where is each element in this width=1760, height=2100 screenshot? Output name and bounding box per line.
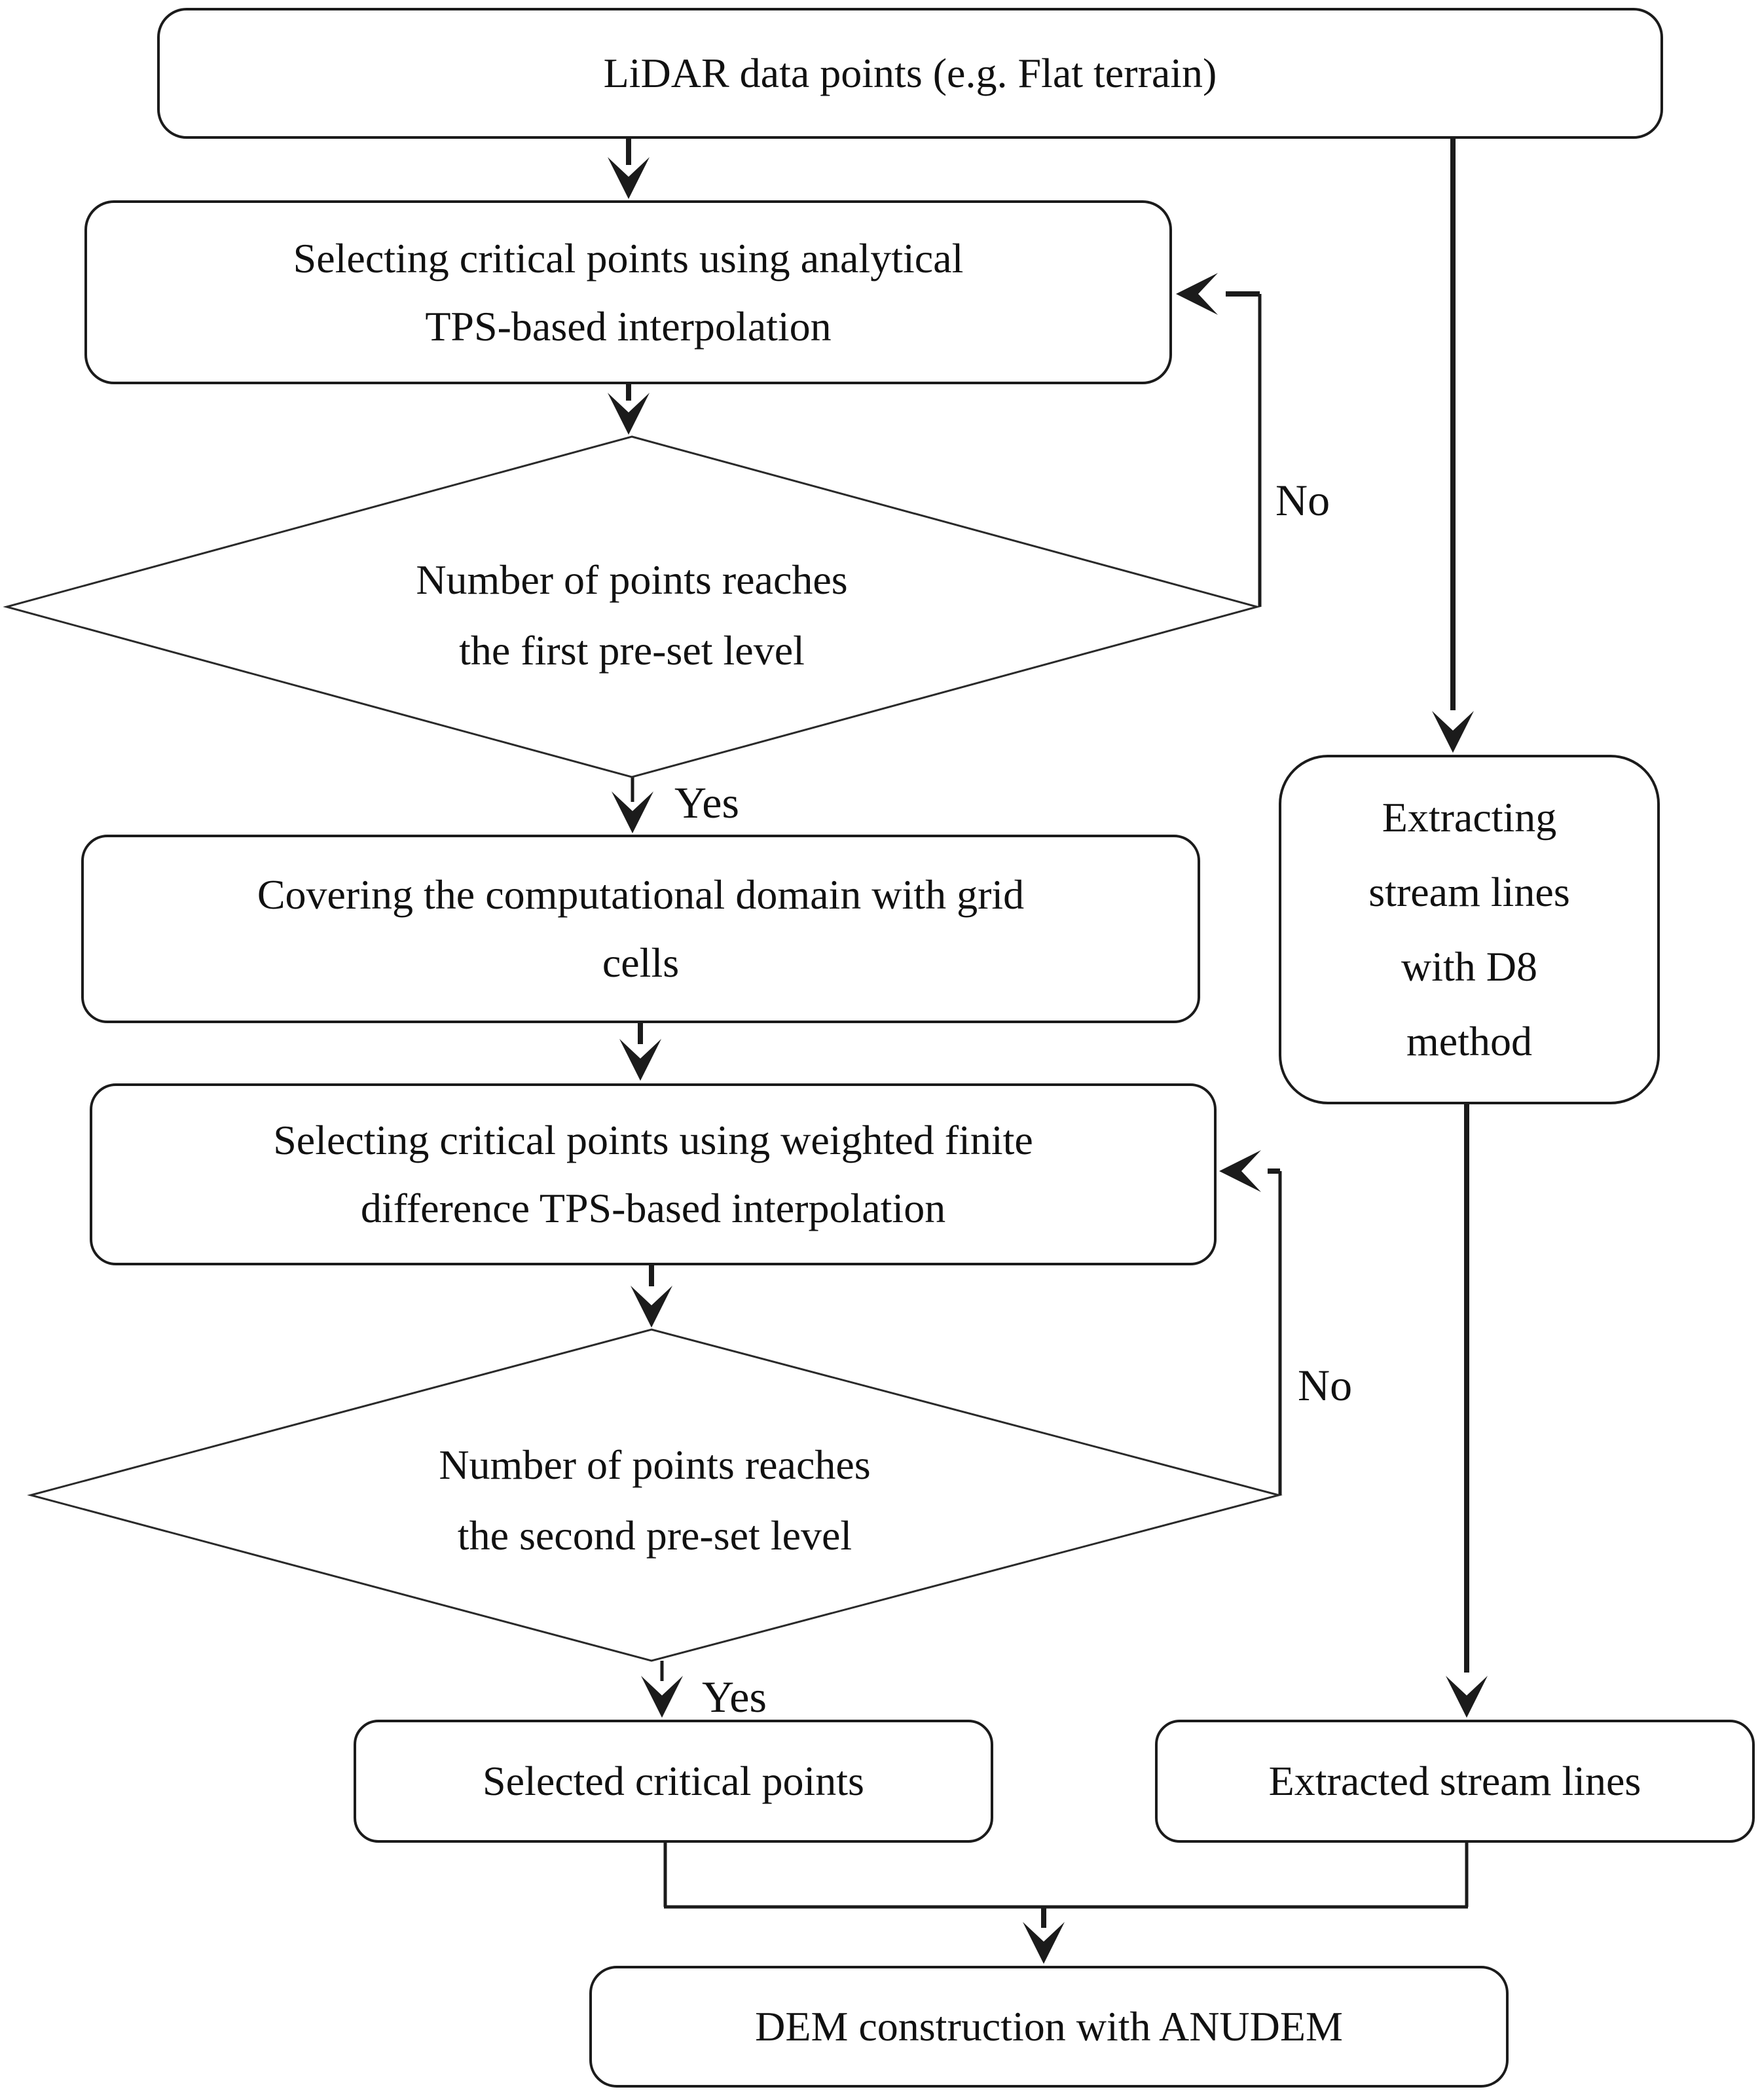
edge-yes-first (612, 777, 653, 833)
edge-select-analytical-to-decision1 (608, 384, 650, 435)
node-extracted-line: Extracted stream lines (1268, 1758, 1641, 1805)
node-select-analytical: Selecting critical points using analytic… (84, 200, 1172, 384)
decision-second-line1: Number of points reaches (439, 1441, 871, 1489)
node-dem-line: DEM construction with ANUDEM (755, 2003, 1343, 2050)
decision-second-level-text: Number of points reaches the second pre-… (262, 1409, 1048, 1592)
edge-label-no-second: No (1298, 1360, 1353, 1410)
node-lidar-data-points: LiDAR data points (e.g. Flat terrain) (157, 8, 1663, 139)
arrowhead-down-icon (641, 1676, 683, 1718)
node-select-weighted: Selecting critical points using weighted… (90, 1083, 1217, 1265)
node-select-weighted-line2: difference TPS-based interpolation (360, 1185, 946, 1231)
arrowhead-left-icon (1219, 1150, 1261, 1192)
edge-yes-second (641, 1661, 683, 1718)
node-extracted-stream-lines: Extracted stream lines (1155, 1720, 1755, 1843)
edge-select-weighted-to-decision2 (631, 1265, 672, 1328)
arrowhead-down-icon (1432, 711, 1474, 753)
node-extracting-line1: Extracting (1382, 794, 1557, 841)
edge-label-no-first: No (1275, 475, 1330, 525)
decision-second-level-shape (27, 1328, 1283, 1662)
edge-no-loop-second (1219, 1150, 1282, 1495)
arrowhead-down-icon (608, 157, 650, 199)
arrowhead-down-icon (1023, 1922, 1065, 1964)
node-select-analytical-line2: TPS-based interpolation (425, 302, 832, 350)
node-cover-grid-line2: cells (602, 939, 680, 986)
node-lidar-line: LiDAR data points (e.g. Flat terrain) (603, 50, 1217, 97)
decision-first-level-shape (3, 435, 1261, 778)
edge-lidar-to-select-analytical (608, 139, 650, 199)
edge-merge-to-dem (663, 1843, 1469, 1964)
decision-first-line2: the first pre-set level (459, 627, 805, 674)
edge-cover-to-select-weighted (619, 1023, 661, 1081)
node-extracting-line4: method (1406, 1017, 1532, 1064)
node-selected-points-line: Selected critical points (483, 1758, 864, 1805)
node-extracting-line3: with D8 (1401, 943, 1537, 990)
node-select-weighted-line1: Selecting critical points using weighted… (273, 1117, 1033, 1164)
edge-label-yes-first: Yes (674, 778, 739, 827)
decision-first-level-text: Number of points reaches the first pre-s… (239, 524, 1025, 707)
edge-extracting-to-extracted (1446, 1104, 1488, 1718)
node-dem-construction: DEM construction with ANUDEM (589, 1966, 1509, 2088)
arrowhead-left-icon (1176, 273, 1218, 315)
node-selected-critical-points: Selected critical points (354, 1720, 993, 1843)
edge-lidar-to-extracting (1432, 139, 1474, 753)
node-extracting-stream-lines: Extracting stream lines with D8 method (1279, 755, 1660, 1104)
node-extracting-line2: stream lines (1368, 869, 1570, 916)
node-cover-grid: Covering the computational domain with g… (81, 835, 1200, 1023)
arrowhead-down-icon (1446, 1676, 1488, 1718)
node-select-analytical-line1: Selecting critical points using analytic… (293, 234, 964, 281)
node-cover-grid-line1: Covering the computational domain with g… (257, 871, 1025, 918)
arrowhead-down-icon (631, 1286, 672, 1328)
arrowhead-down-icon (608, 393, 650, 435)
decision-first-line1: Number of points reaches (416, 556, 848, 604)
decision-second-line2: the second pre-set level (457, 1512, 852, 1559)
edge-label-yes-second: Yes (702, 1672, 767, 1722)
arrowhead-down-icon (619, 1039, 661, 1081)
edge-no-loop-first (1176, 273, 1262, 607)
arrowhead-down-icon (612, 791, 653, 833)
